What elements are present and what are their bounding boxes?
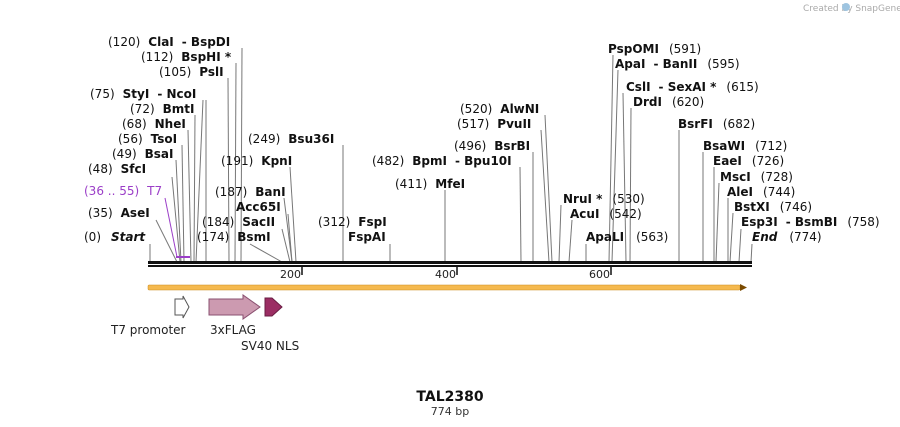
connector-drdi	[629, 107, 632, 263]
ruler: 200 400 600	[280, 267, 612, 281]
connector-tsoi	[181, 144, 185, 263]
t7-promoter-arrow-icon	[174, 295, 190, 319]
3xflag-label: 3xFLAG	[210, 323, 256, 337]
site-msci[interactable]: MscI(728)	[720, 170, 793, 184]
site-alei[interactable]: AleI(744)	[727, 185, 795, 199]
ruler-label-400: 400	[435, 268, 456, 281]
site-csli-sexai[interactable]: CslI- SexAI *(615)	[626, 80, 759, 94]
primer-position: (36 .. 55)	[84, 184, 139, 198]
connector-bsphi	[234, 62, 237, 263]
site-styi-ncoi[interactable]: (75)StyI- NcoI	[90, 87, 196, 101]
watermark-text: Created by SnapGene	[803, 4, 900, 14]
connector-bsmi	[249, 243, 283, 263]
site-kpni[interactable]: (191)KpnI	[221, 154, 292, 168]
site-asei[interactable]: (35)AseI	[88, 206, 150, 220]
connector-acui	[568, 219, 573, 263]
site-end[interactable]: End(774)	[752, 230, 822, 244]
site-labels: (0)Start (35)AseI (48)SfcI (49)BsaI (56)…	[84, 35, 880, 244]
connector-msci	[715, 182, 720, 263]
backbone-top-strand	[148, 261, 752, 264]
3xflag-arrow-icon	[208, 294, 261, 320]
site-clai-bspdi[interactable]: (120)ClaI- BspDI	[108, 35, 230, 49]
site-apali[interactable]: ApaLI(563)	[586, 230, 668, 244]
orf-bar	[147, 284, 741, 291]
primer-connector	[164, 197, 178, 258]
site-bsrbi[interactable]: (496)BsrBI	[454, 139, 530, 153]
connector-psli	[227, 77, 230, 263]
connector-apai	[611, 69, 619, 263]
t7-promoter-label: T7 promoter	[110, 323, 186, 337]
site-bstxi[interactable]: BstXI(746)	[734, 200, 812, 214]
connector-kpni	[289, 166, 297, 263]
site-bsawi[interactable]: BsaWI(712)	[703, 139, 787, 153]
site-psli[interactable]: (105)PslI	[159, 65, 224, 79]
map-length: 774 bp	[431, 405, 469, 418]
site-bsai[interactable]: (49)BsaI	[112, 147, 174, 161]
feature-3xflag[interactable]: 3xFLAG	[208, 294, 261, 337]
connector-nhei	[187, 129, 192, 263]
site-bsphi[interactable]: (112)BspHI *	[141, 50, 232, 64]
connector-bstxi	[729, 212, 734, 263]
site-bsmi[interactable]: (174)BsmI	[197, 230, 271, 244]
site-fspi[interactable]: (312)FspI	[318, 215, 387, 229]
connector-bani	[283, 197, 293, 263]
connector-alwni	[544, 114, 553, 263]
connector-nrui	[558, 204, 562, 263]
connector-pspomi	[608, 54, 614, 263]
site-bsrfi[interactable]: BsrFI(682)	[678, 117, 755, 131]
site-sacii[interactable]: (184)SacII	[202, 215, 275, 229]
site-nhei[interactable]: (68)NheI	[122, 117, 186, 131]
site-eaei[interactable]: EaeI(726)	[713, 154, 784, 168]
site-pvuii[interactable]: (517)PvuII	[457, 117, 531, 131]
site-apai-banii[interactable]: ApaI- BanII(595)	[615, 57, 740, 71]
snapgene-logo-icon	[842, 3, 850, 11]
site-sfci[interactable]: (48)SfcI	[88, 162, 146, 176]
site-alwni[interactable]: (520)AlwNI	[460, 102, 539, 116]
connector-bsai	[175, 159, 182, 263]
orf-arrowhead-icon	[740, 284, 747, 291]
connector-esp3i	[738, 228, 742, 263]
feature-t7-promoter[interactable]: T7 promoter	[110, 295, 190, 337]
backbone-bottom-strand	[148, 265, 752, 267]
connector-csli	[622, 92, 627, 263]
orf-arrow[interactable]	[147, 284, 747, 291]
primer-label: (36 .. 55) T7	[84, 184, 162, 198]
site-acc65i[interactable]: Acc65I	[236, 200, 281, 214]
dna-backbone	[148, 261, 752, 267]
site-bpmi-bpu10i[interactable]: (482)BpmI- Bpu10I	[372, 154, 512, 168]
site-tsoi[interactable]: (56)TsoI	[118, 132, 177, 146]
site-mfei[interactable]: (411)MfeI	[395, 177, 465, 191]
primer-t7[interactable]: (36 .. 55) T7	[84, 184, 190, 258]
connector-bmti	[193, 114, 196, 263]
connector-end	[750, 243, 753, 263]
feature-sv40-nls[interactable]: SV40 NLS	[241, 297, 299, 353]
connector-bpmi	[519, 166, 522, 263]
site-bsu36i[interactable]: (249)Bsu36I	[248, 132, 334, 146]
sv40-nls-arrow-icon	[264, 297, 283, 317]
site-nrui[interactable]: NruI *(530)	[563, 192, 645, 206]
site-pspomi[interactable]: PspOMI(591)	[608, 42, 701, 56]
primer-name: T7	[146, 184, 162, 198]
site-drdi[interactable]: DrdI(620)	[633, 95, 704, 109]
connector-sfci	[171, 176, 181, 263]
site-esp3i-bsmbi[interactable]: Esp3I- BsmBI(758)	[741, 215, 880, 229]
connector-clai	[240, 47, 243, 263]
connector-styi	[195, 99, 204, 263]
snapgene-watermark: Created by SnapGene	[803, 3, 900, 14]
site-connector-lines	[149, 47, 753, 263]
connector-asei	[155, 219, 178, 263]
site-bani[interactable]: (187)BanI	[215, 185, 286, 199]
map-title: TAL2380	[416, 389, 483, 405]
connector-pvuii	[540, 129, 550, 263]
ruler-label-600: 600	[589, 268, 610, 281]
site-fspai[interactable]: FspAI	[348, 230, 386, 244]
ruler-label-200: 200	[280, 268, 301, 281]
site-start[interactable]: (0)Start	[84, 230, 146, 244]
sv40-nls-label: SV40 NLS	[241, 339, 299, 353]
site-acui[interactable]: AcuI(542)	[570, 207, 642, 221]
site-bmti[interactable]: (72)BmtI	[130, 102, 195, 116]
connector-sacii	[281, 228, 291, 263]
